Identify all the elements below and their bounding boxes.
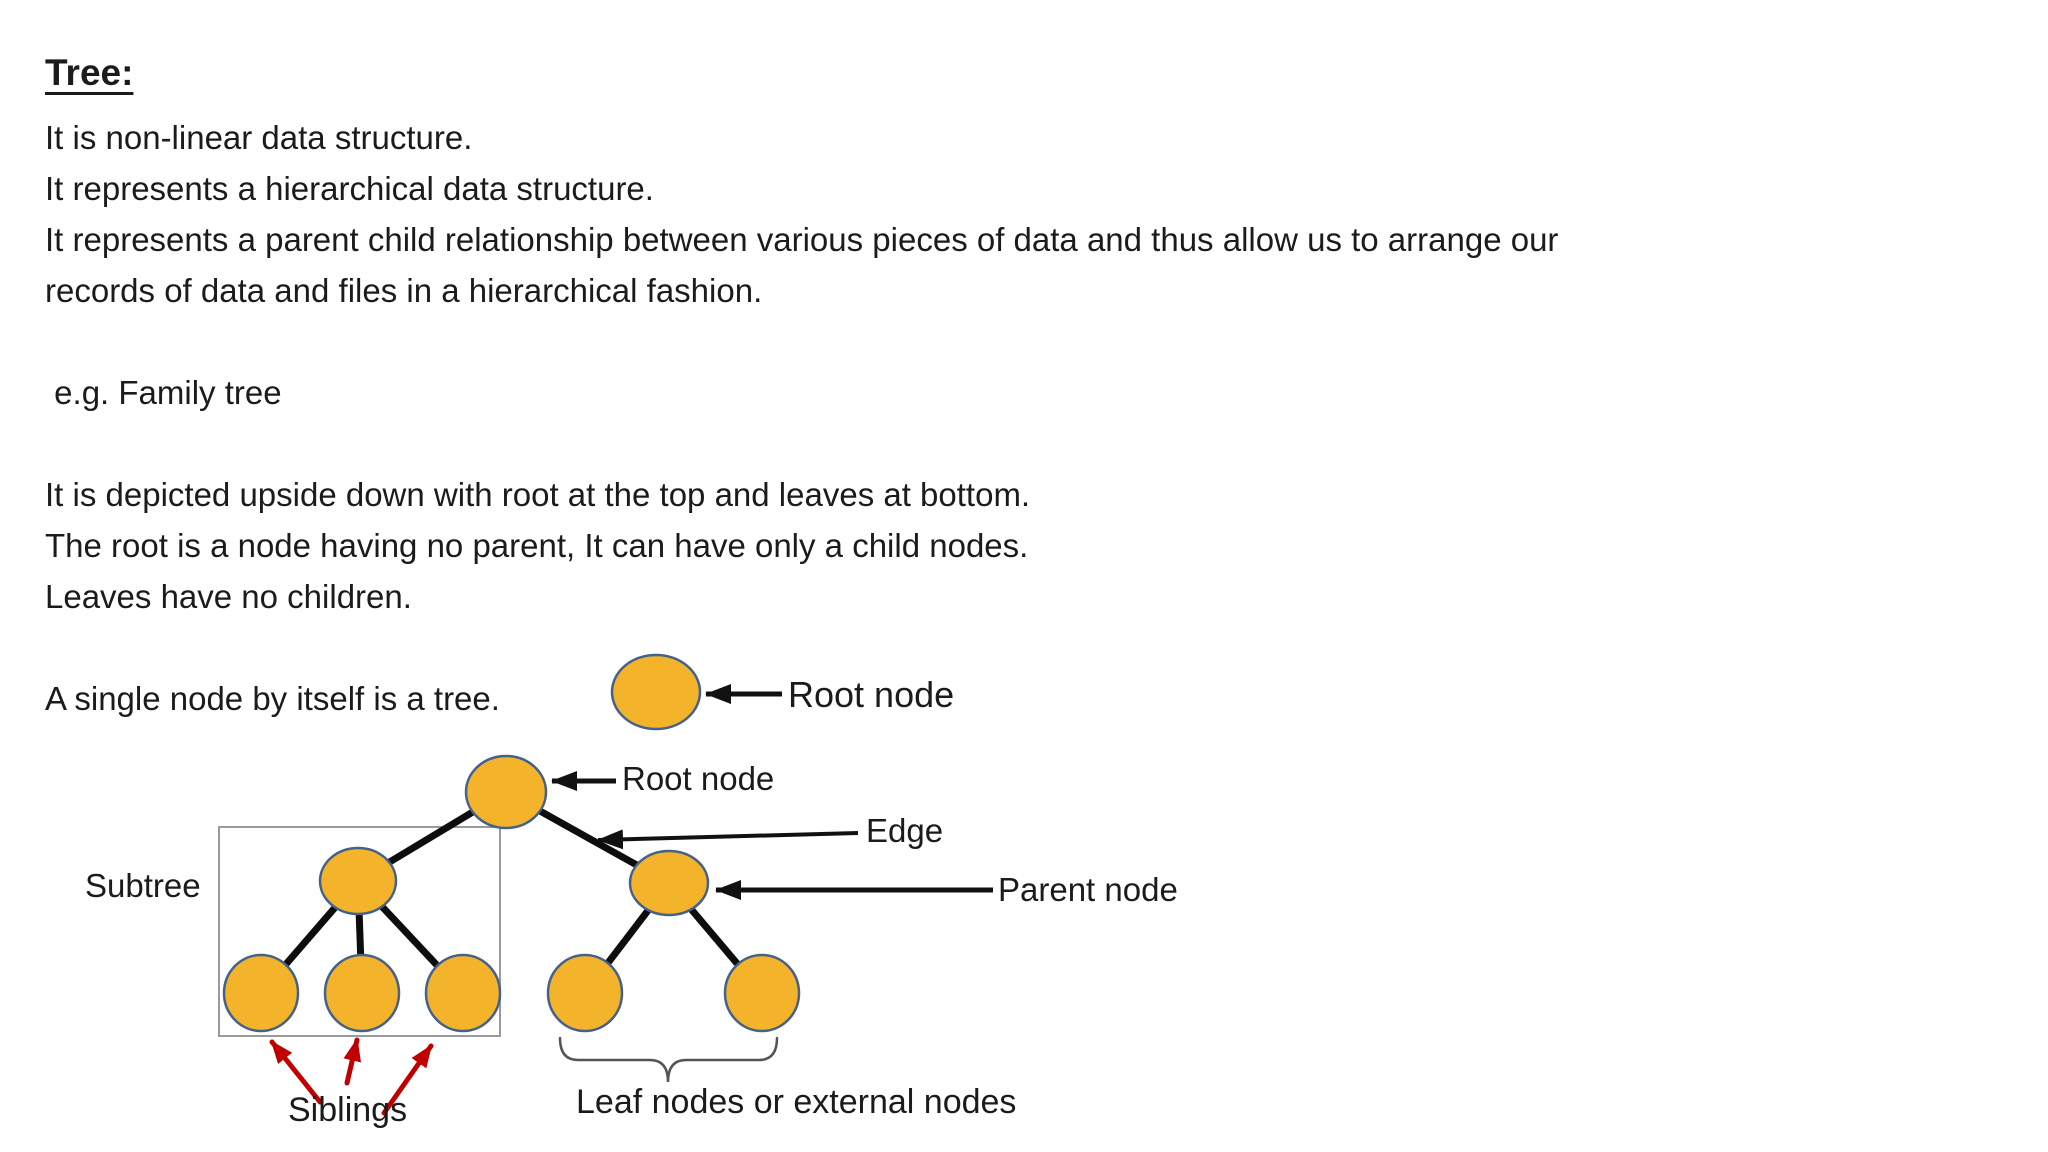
leaf-node-2 — [323, 953, 401, 1033]
single-node-ellipse — [610, 653, 702, 731]
tree-node-root — [464, 754, 548, 830]
text-block: It is non-linear data structure. It repr… — [45, 112, 1558, 724]
label-parent-node: Parent node — [998, 871, 1178, 908]
label-leaf-nodes: Leaf nodes or external nodes — [576, 1083, 1016, 1121]
leaf-node-5 — [723, 953, 801, 1033]
text-line: It is non-linear data structure. — [45, 119, 473, 156]
text-line: The root is a node having no parent, It … — [45, 527, 1029, 564]
text-line: It represents a hierarchical data struct… — [45, 170, 654, 207]
text-line-single-node: A single node by itself is a tree. — [45, 680, 500, 717]
sibling-arrow-2 — [343, 1037, 362, 1086]
text-line: It is depicted upside down with root at … — [45, 476, 1031, 513]
tree-nodes — [222, 653, 801, 1033]
text-line: It represents a parent child relationshi… — [45, 221, 1559, 258]
tree-node-left-child — [318, 846, 398, 916]
leaf-node-1 — [222, 953, 300, 1033]
tree-node-right-child — [628, 849, 710, 917]
subtree-box — [218, 826, 501, 1037]
sibling-arrows — [269, 1037, 434, 1116]
label-root-node-tree: Root node — [622, 760, 774, 797]
text-line-example: e.g. Family tree — [45, 374, 282, 411]
leaf-node-4 — [546, 953, 624, 1033]
sibling-arrow-1 — [269, 1039, 323, 1105]
leaf-node-3 — [424, 953, 502, 1033]
text-line: Leaves have no children. — [45, 578, 412, 615]
label-edge: Edge — [866, 812, 943, 849]
label-subtree: Subtree — [85, 867, 201, 904]
page-title: Tree: — [45, 52, 134, 93]
leaf-brace — [558, 1036, 779, 1083]
text-line: records of data and files in a hierarchi… — [45, 272, 763, 309]
label-root-node-single: Root node — [788, 674, 954, 715]
pointer-arrow-edge — [597, 829, 859, 850]
sibling-arrow-3 — [381, 1043, 434, 1116]
label-siblings: Siblings — [288, 1091, 407, 1129]
